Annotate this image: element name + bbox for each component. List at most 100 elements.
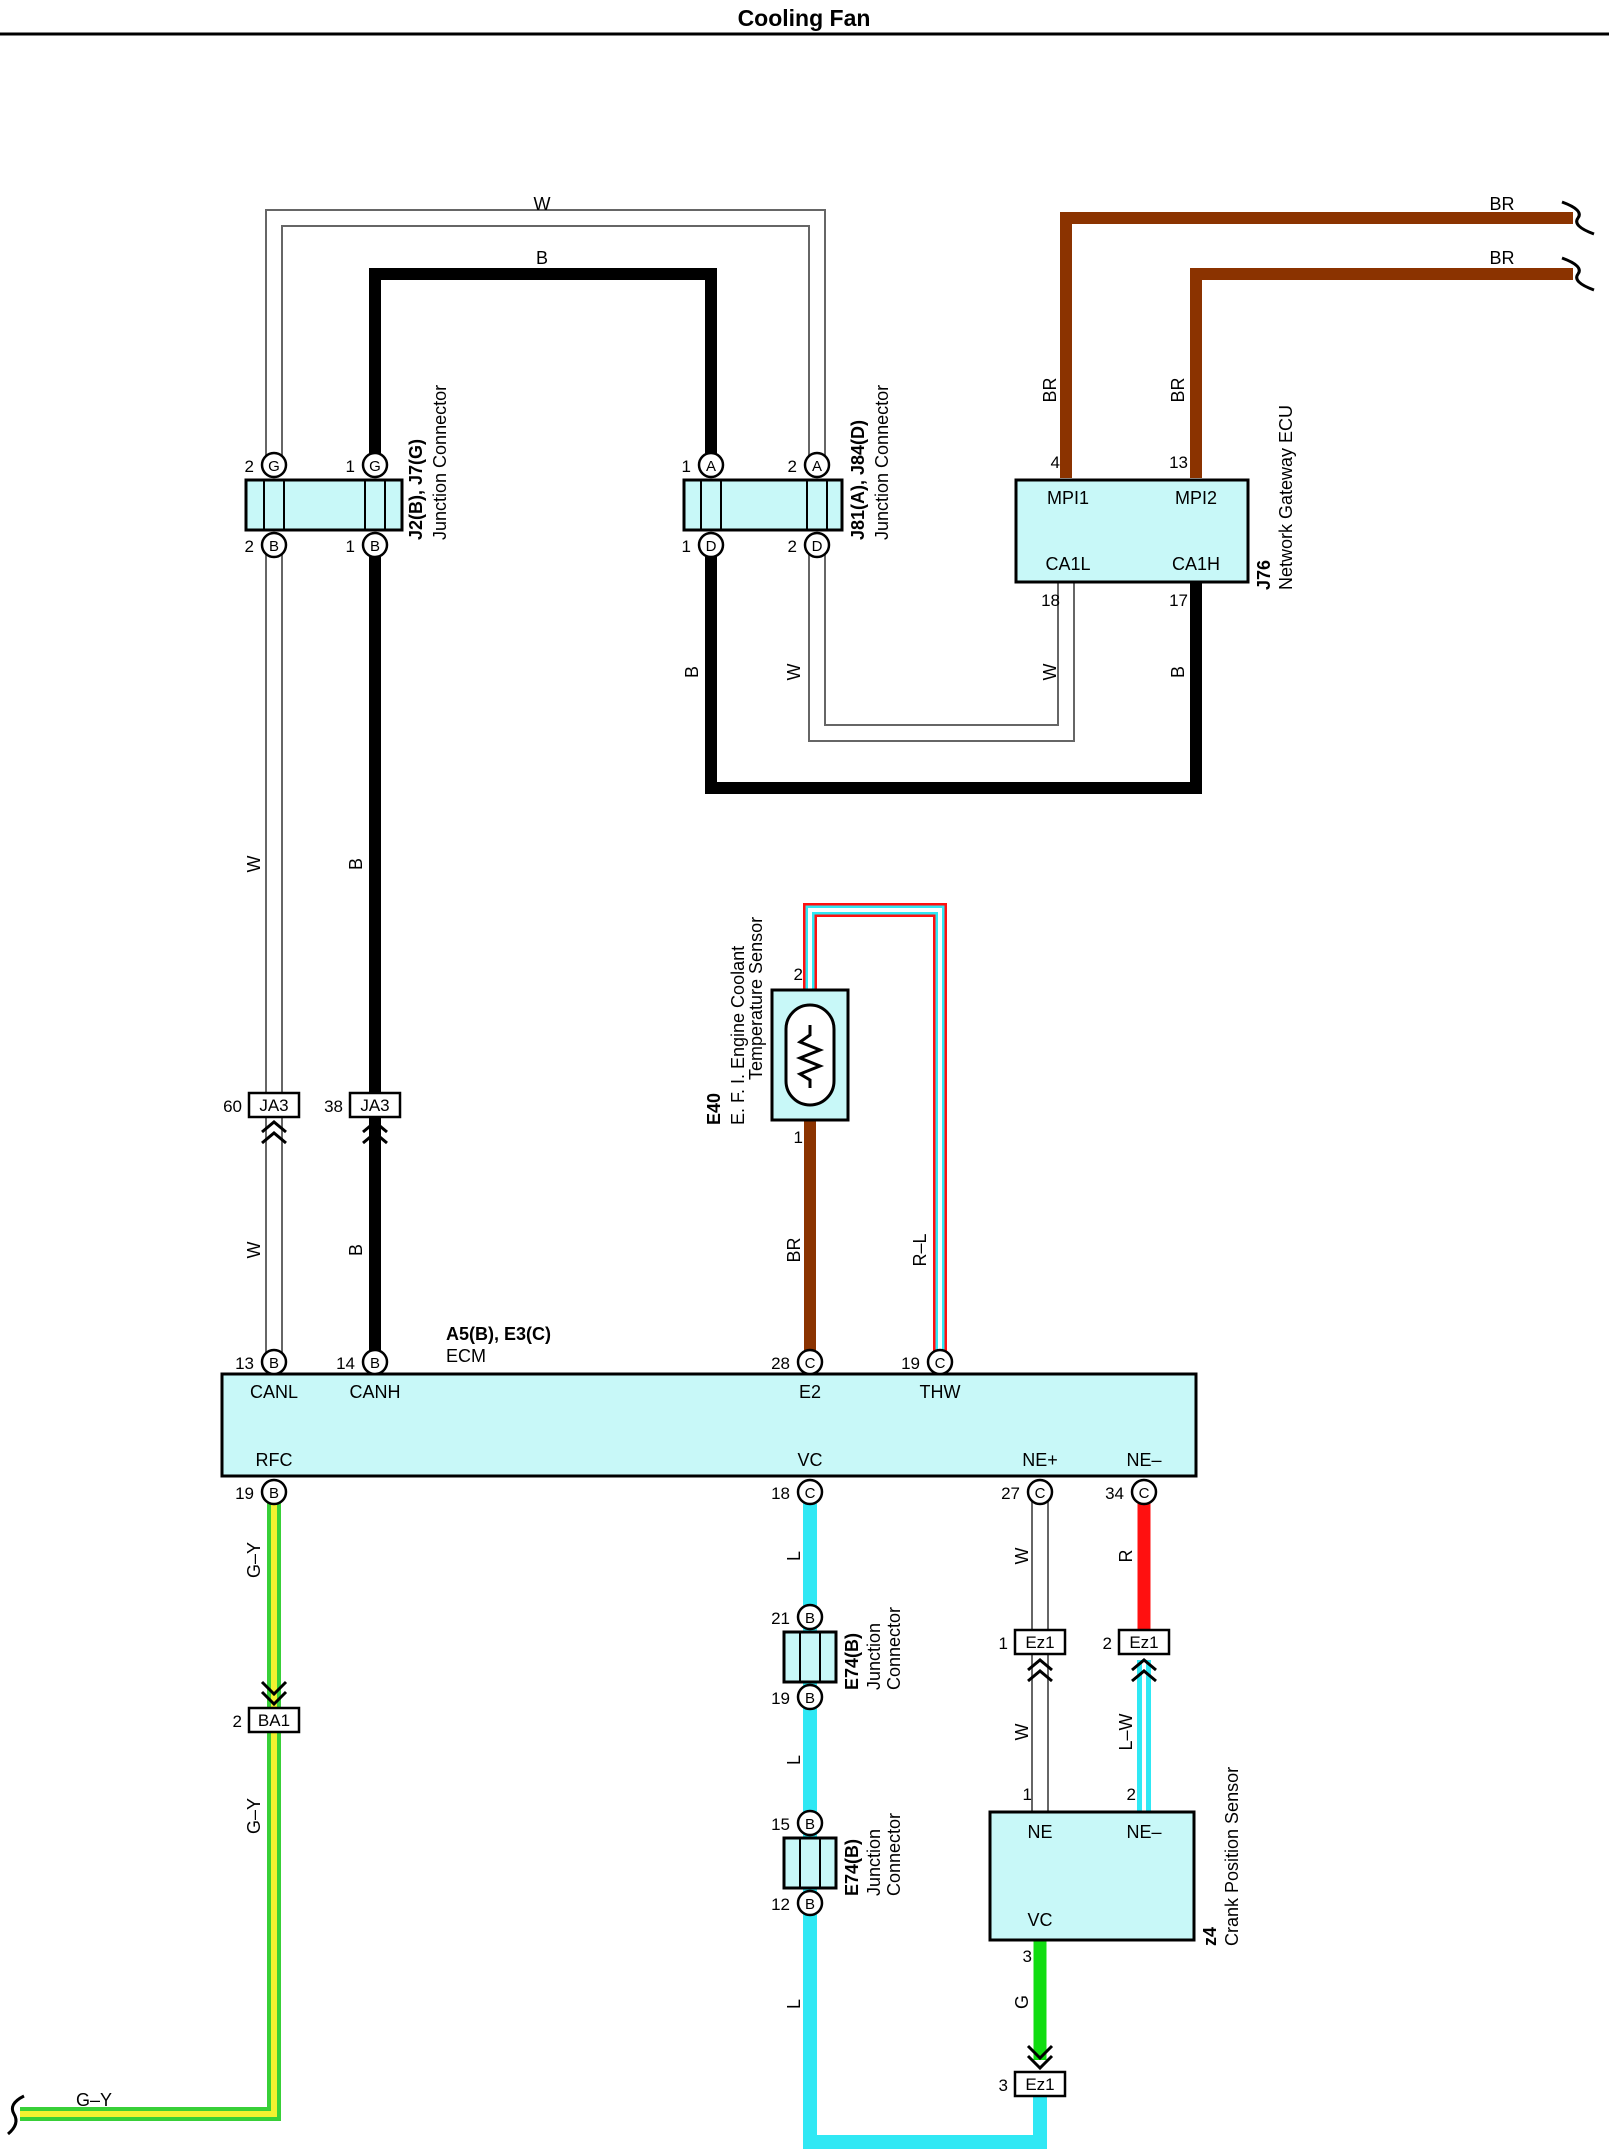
- terminal-ca1h: CA1H: [1172, 554, 1220, 574]
- pin-letter: B: [805, 1610, 815, 1627]
- terminal-ne-minus: NE–: [1126, 1450, 1161, 1470]
- terminal-e2: E2: [799, 1382, 821, 1402]
- thermistor-symbol: [795, 1025, 825, 1088]
- component-j76-network-gateway-ecu: MPI1 MPI2 CA1L CA1H 4 13 18 17 J76 Netwo…: [1014, 405, 1296, 610]
- wire-label: BR: [1040, 377, 1060, 402]
- wire-b-top: [369, 268, 717, 462]
- pin-number: 1: [682, 457, 691, 476]
- pin-number: 19: [235, 1484, 254, 1503]
- terminal-vc: VC: [1027, 1910, 1052, 1930]
- wire-label: G–Y: [244, 1542, 264, 1578]
- component-name-line2: Temperature Sensor: [746, 917, 766, 1080]
- pin-letter: B: [269, 1355, 279, 1372]
- pin-letter: B: [370, 1355, 380, 1372]
- wire-label: BR: [1489, 194, 1514, 214]
- wire-label: G: [1012, 1995, 1032, 2009]
- pin-number: 18: [771, 1484, 790, 1503]
- connector-name-line2: Connector: [884, 1813, 904, 1896]
- pin-number: 19: [901, 1354, 920, 1373]
- pin-letter: C: [1139, 1485, 1150, 1502]
- terminal-canh: CANH: [349, 1382, 400, 1402]
- terminal-mpi1: MPI1: [1047, 488, 1089, 508]
- connector-label: Ez1: [1025, 2075, 1054, 2094]
- pin-number: 34: [1105, 1484, 1124, 1503]
- component-ecm: A5(B), E3(C) ECM CANL CANH E2 THW RFC VC…: [220, 1324, 1198, 1506]
- pin-letter: C: [935, 1355, 946, 1372]
- connector-ez1-pin3: Ez1 3: [999, 2044, 1067, 2098]
- pin-letter: A: [812, 458, 822, 475]
- wire-label: L: [784, 1999, 804, 2009]
- connector-e74-lower: B B 15 12 E74(B) Junction Connector: [771, 1809, 904, 1917]
- component-name: Network Gateway ECU: [1276, 405, 1296, 590]
- pin-number: 17: [1169, 591, 1188, 610]
- pin-number: 15: [771, 1815, 790, 1834]
- pin-number: 1: [682, 537, 691, 556]
- wire-break-br2: [1561, 256, 1595, 292]
- pin-number: 13: [235, 1354, 254, 1373]
- pin-letter: B: [269, 1485, 279, 1502]
- pin-number: 1: [346, 457, 355, 476]
- wire-label: B: [346, 858, 366, 870]
- pin-number: 18: [1041, 591, 1060, 610]
- connector-ba1: BA1 2: [233, 1680, 301, 1734]
- pin-letter: B: [269, 538, 279, 555]
- connector-label: BA1: [258, 1711, 290, 1730]
- terminal-thw: THW: [920, 1382, 961, 1402]
- wire-label: BR: [1489, 248, 1514, 268]
- terminal-ne-plus: NE+: [1022, 1450, 1058, 1470]
- pin-number: 1: [794, 1128, 803, 1147]
- wire-label: W: [1040, 664, 1060, 681]
- connector-label: Ez1: [1129, 1633, 1158, 1652]
- pin-number: 13: [1169, 453, 1188, 472]
- connector-name-line1: Junction: [864, 1623, 884, 1690]
- connector-label: JA3: [360, 1096, 389, 1115]
- pin-number: 28: [771, 1354, 790, 1373]
- pin-letter: G: [268, 458, 280, 475]
- connector-code: E74(B): [842, 1633, 862, 1690]
- connector-ja3-b: JA3 38: [324, 1091, 402, 1145]
- pin-letter: B: [805, 1896, 815, 1913]
- pin-letter: B: [805, 1816, 815, 1833]
- wire-br-mpi1: [1060, 212, 1573, 478]
- component-code: J76: [1254, 560, 1274, 590]
- connector-j81-j84: 1 A 2 A 1 D 2 D J81(A), J84(D) Junction …: [682, 385, 892, 559]
- wire-break-br1: [1561, 200, 1595, 236]
- pin-number: 3: [1023, 1947, 1032, 1966]
- pin-number: 38: [324, 1097, 343, 1116]
- wire-br-mpi2: [1190, 268, 1573, 478]
- component-name: ECM: [446, 1346, 486, 1366]
- wire-label: B: [1168, 666, 1188, 678]
- wire-label: R: [1116, 1550, 1136, 1563]
- pin-letter: C: [805, 1485, 816, 1502]
- pin-number: 12: [771, 1895, 790, 1914]
- pin-number: 2: [1103, 1634, 1112, 1653]
- pin-number: 4: [1051, 453, 1060, 472]
- connector-name: Junction Connector: [872, 385, 892, 540]
- pin-number: 19: [771, 1689, 790, 1708]
- pin-number: 2: [794, 965, 803, 984]
- connector-label: Ez1: [1025, 1633, 1054, 1652]
- wire-label: W: [784, 664, 804, 681]
- terminal-mpi2: MPI2: [1175, 488, 1217, 508]
- wire-label: L: [784, 1755, 804, 1765]
- connector-code: J2(B), J7(G): [406, 439, 426, 540]
- wire-label: W: [534, 194, 551, 214]
- wire-label: B: [536, 248, 548, 268]
- component-e40-coolant-sensor: 2 1 E40 E. F. I. Engine Coolant Temperat…: [704, 917, 850, 1147]
- pin-number: 27: [1001, 1484, 1020, 1503]
- pin-number: 1: [346, 537, 355, 556]
- wire-gy-rfc: [20, 1490, 281, 2121]
- pin-number: 2: [788, 537, 797, 556]
- connector-label: JA3: [259, 1096, 288, 1115]
- wire-b-ca1h: [705, 545, 1202, 794]
- wire-label: R–L: [910, 1233, 930, 1266]
- connector-name-line2: Connector: [884, 1607, 904, 1690]
- component-code: A5(B), E3(C): [446, 1324, 551, 1344]
- component-z4-crank-position-sensor: NE NE– VC 1 2 3 z4 Crank Position Sensor: [988, 1767, 1242, 1966]
- pin-letter: D: [706, 538, 717, 555]
- pin-number: 2: [245, 457, 254, 476]
- wire-label: W: [244, 856, 264, 873]
- pin-letter: C: [1035, 1485, 1046, 1502]
- pin-number: 21: [771, 1609, 790, 1628]
